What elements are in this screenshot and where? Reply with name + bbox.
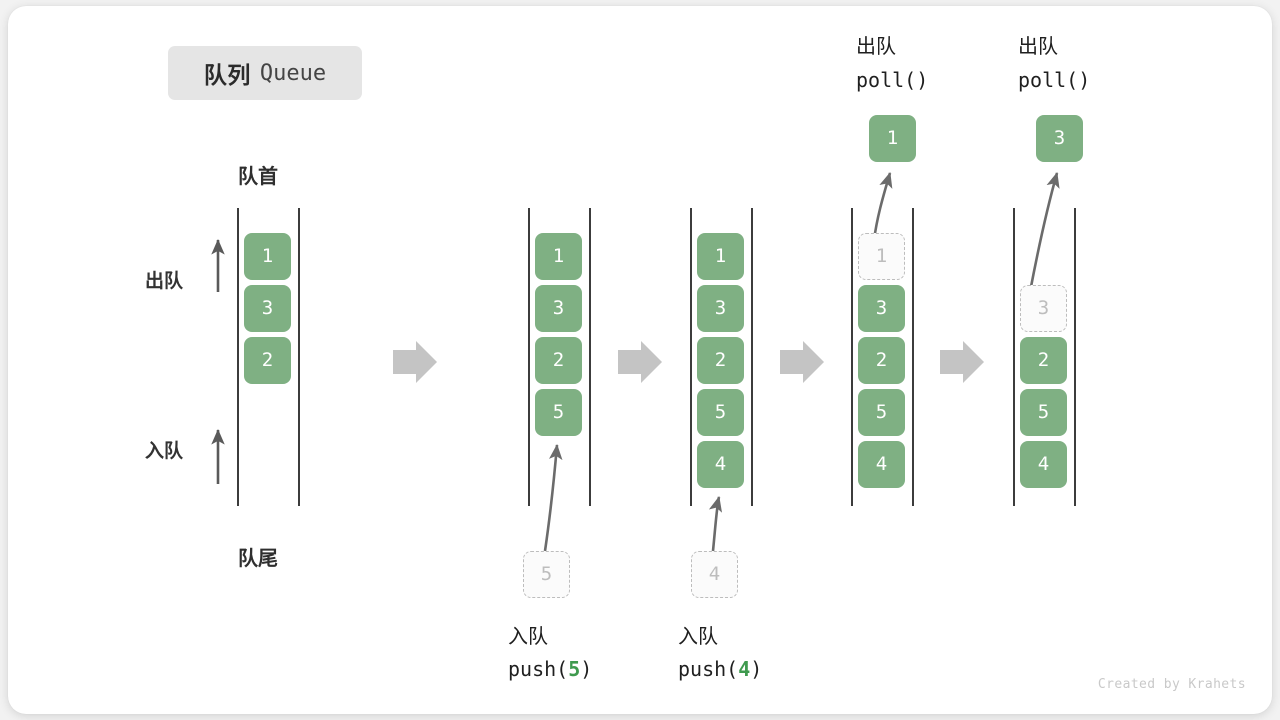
title-cn: 队列	[203, 63, 251, 89]
queue-cell: 4	[858, 441, 905, 488]
rail-right	[751, 208, 753, 506]
operation-label-code: poll()	[856, 68, 929, 92]
incoming-cell-ghost: 4	[691, 551, 738, 598]
credit-text: Created by Krahets	[1097, 677, 1246, 692]
rail-left	[237, 208, 239, 506]
rail-left	[528, 208, 530, 506]
incoming-cell-ghost: 5	[523, 551, 570, 598]
queue-cell-ghost: 3	[1020, 285, 1067, 332]
queue-cell: 2	[244, 337, 291, 384]
queue-cell: 4	[1020, 441, 1067, 488]
flow-arrow-1	[393, 341, 437, 383]
rear-label: 队尾	[238, 546, 278, 570]
enqueue-side-label: 入队	[145, 440, 184, 462]
poll-2-arrow	[1028, 171, 1060, 293]
queue-cell: 1	[697, 233, 744, 280]
push-code-value: 4	[738, 657, 751, 681]
flow-arrow-3	[780, 341, 824, 383]
push-code-prefix: push(	[508, 657, 569, 681]
rail-right	[589, 208, 591, 506]
operation-label-cn: 入队	[508, 624, 548, 648]
rail-right	[912, 208, 914, 506]
flow-arrow-4	[940, 341, 984, 383]
queue-cell: 3	[244, 285, 291, 332]
operation-label-code: push(4)	[678, 657, 762, 681]
queue-cell-ghost: 1	[858, 233, 905, 280]
title-badge: 队列 Queue	[168, 46, 362, 100]
push-4-arrow	[708, 495, 723, 552]
push-code-value: 5	[568, 657, 581, 681]
queue-cell: 5	[1020, 389, 1067, 436]
queue-cell: 2	[1020, 337, 1067, 384]
queue-cell: 1	[244, 233, 291, 280]
flow-arrow-2	[618, 341, 662, 383]
popped-cell: 1	[869, 115, 916, 162]
front-label: 队首	[238, 164, 278, 188]
operation-label-cn: 出队	[1018, 34, 1058, 58]
queue-cell: 2	[535, 337, 582, 384]
poll-1-arrow	[872, 172, 893, 241]
queue-cell: 1	[535, 233, 582, 280]
rail-left	[690, 208, 692, 506]
queue-cell: 5	[535, 389, 582, 436]
queue-cell: 2	[697, 337, 744, 384]
rail-left	[851, 208, 853, 506]
operation-label-code: push(5)	[508, 657, 592, 681]
queue-cell: 4	[697, 441, 744, 488]
queue-cell: 3	[858, 285, 905, 332]
operation-label-code: poll()	[1018, 68, 1091, 92]
queue-cell: 3	[697, 285, 744, 332]
rail-right	[298, 208, 300, 506]
queue-cell: 3	[535, 285, 582, 332]
title-en: Queue	[259, 60, 327, 86]
push-code-suffix: )	[580, 657, 593, 681]
operation-label-cn: 出队	[856, 34, 896, 58]
dequeue-side-label: 出队	[145, 270, 184, 292]
push-code-prefix: push(	[678, 657, 739, 681]
rail-right	[1074, 208, 1076, 506]
queue-cell: 5	[858, 389, 905, 436]
queue-cell: 5	[697, 389, 744, 436]
push-code-suffix: )	[750, 657, 763, 681]
push-5-arrow	[543, 443, 563, 552]
operation-label-cn: 入队	[678, 624, 718, 648]
rail-left	[1013, 208, 1015, 506]
popped-cell: 3	[1036, 115, 1083, 162]
queue-cell: 2	[858, 337, 905, 384]
